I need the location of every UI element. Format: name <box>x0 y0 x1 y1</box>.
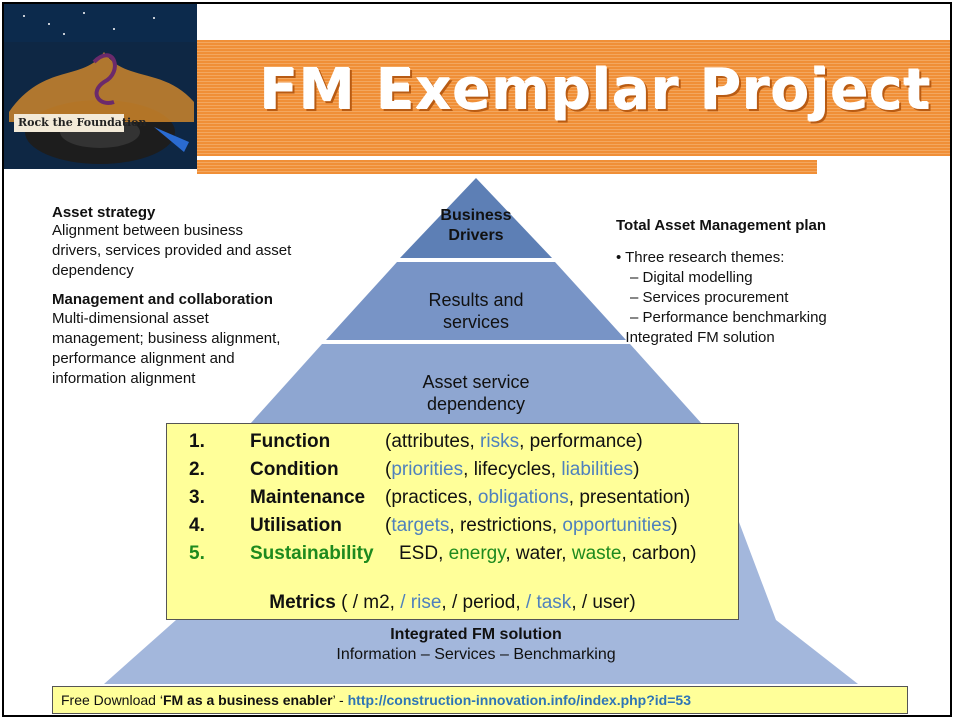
metrics-term: , / period, <box>441 592 526 613</box>
pyramid-tier-base <box>104 620 858 684</box>
dimension-description: ESD, energy, water, waste, carbon) <box>399 543 696 565</box>
tier-results-line-2: services <box>442 312 509 332</box>
tier-business-line-2: Drivers <box>448 227 504 244</box>
dimension-term: , carbon) <box>621 543 697 564</box>
tam-plan-heading: Total Asset Management plan <box>616 217 827 234</box>
dimension-term: ) <box>633 459 640 480</box>
metrics-term: , / user) <box>571 592 636 613</box>
pyramid-tier-asset <box>250 344 702 424</box>
dimension-term: obligations <box>477 487 569 508</box>
tam-sub-digital: – Digital modelling <box>630 269 753 286</box>
asset-strategy-heading: Asset strategy <box>52 204 156 221</box>
dimension-number: 2. <box>189 459 205 480</box>
tier-asset-label: Asset service dependency <box>396 371 556 415</box>
asset-strategy-line-3: dependency <box>52 262 134 279</box>
dimension-term: ) <box>671 515 678 536</box>
management-line-4: information alignment <box>52 370 196 387</box>
tier-asset-line-2: dependency <box>426 394 526 414</box>
dimension-description: (practices, obligations, presentation) <box>385 487 691 508</box>
footer-prefix: Free Download ‘ <box>61 692 163 708</box>
dimension-term: risks <box>480 431 520 452</box>
footer-book-title: FM as a business enabler <box>162 692 333 708</box>
tier-results-line-1: Results and <box>428 290 524 310</box>
dimension-name: Utilisation <box>250 515 342 536</box>
dimension-number: 1. <box>189 431 205 452</box>
title-underline-bar <box>197 160 817 174</box>
management-line-3: performance alignment and <box>52 350 235 367</box>
dimension-term: targets <box>391 515 450 536</box>
management-heading: Management and collaboration <box>52 291 273 308</box>
dimension-term: energy <box>448 543 506 564</box>
metrics-row: Metrics ( / m2, / rise, / period, / task… <box>167 592 738 614</box>
dimension-name: Function <box>250 431 331 452</box>
metrics-term: ( / m2, <box>335 592 401 613</box>
dimension-term: ESD, <box>399 543 449 564</box>
dimension-term: liabilities <box>561 459 634 480</box>
management-line-2: management; business alignment, <box>52 330 281 347</box>
rock-the-foundation-logo: Rock the Foundation <box>4 42 197 169</box>
tam-bullet-themes: • Three research themes: <box>616 249 785 266</box>
dimension-name: Condition <box>250 459 339 480</box>
dimension-name: Maintenance <box>250 487 366 508</box>
dimension-term: , restrictions, <box>449 515 563 536</box>
dimension-number: 3. <box>189 487 205 508</box>
logo-top-strip <box>4 4 197 42</box>
tam-sub-procurement: – Services procurement <box>630 289 789 306</box>
pyramid-tier-results <box>326 262 626 340</box>
dimension-term: , water, <box>505 543 572 564</box>
tam-sub-benchmarking: – Performance benchmarking <box>630 309 827 326</box>
title-banner <box>197 40 950 156</box>
metrics-values: ( / m2, / rise, / period, / task, / user… <box>336 592 636 613</box>
dimension-number: 4. <box>189 515 205 536</box>
dimension-term: opportunities <box>562 515 672 536</box>
tier-business-line-1: Business <box>440 207 512 224</box>
dimension-term: attributes <box>391 431 470 452</box>
tier-business-label: Business Drivers <box>416 206 536 246</box>
dimension-description: (targets, restrictions, opportunities) <box>385 515 678 536</box>
page-title: FM Exemplar Project <box>260 58 932 123</box>
asset-dimensions-box: 1. Function (attributes, risks, performanc… <box>166 423 739 620</box>
tam-bullet-integrated: • Integrated FM solution <box>616 329 775 346</box>
dimension-number: 5. <box>189 543 205 564</box>
metrics-label: Metrics <box>269 592 336 613</box>
asset-strategy-line-2: drivers, services provided and asset <box>52 242 292 259</box>
dimension-term: , presentation) <box>568 487 691 508</box>
dimension-term: priorities <box>391 459 464 480</box>
dimension-term: , performance) <box>519 431 643 452</box>
dimension-description: (attributes, risks, performance) <box>385 431 643 452</box>
tier-results-label: Results and services <box>396 289 556 333</box>
dimension-name: Sustainability <box>250 543 374 564</box>
base-title: Integrated FM solution <box>390 626 562 643</box>
metrics-term: / rise <box>400 592 442 613</box>
logo-text: Rock the Foundation <box>18 116 147 129</box>
dimension-term: practices, <box>391 487 478 508</box>
stars-decoration <box>23 12 155 35</box>
dimension-term: , <box>469 431 481 452</box>
base-subtitle: Information – Services – Benchmarking <box>336 646 616 663</box>
metrics-term: / task <box>525 592 572 613</box>
pyramid-tier-business <box>400 178 552 258</box>
dimension-term: waste <box>571 543 622 564</box>
dimension-term: , lifecycles, <box>463 459 562 480</box>
download-link[interactable]: http://construction-innovation.info/inde… <box>347 692 691 708</box>
logo-art-icon <box>4 42 197 169</box>
footer-separator: ’ - <box>332 692 348 708</box>
tier-asset-line-1: Asset service <box>422 372 530 392</box>
download-banner: Free Download ‘FM as a business enabler’… <box>52 686 908 714</box>
management-line-1: Multi-dimensional asset <box>52 310 209 327</box>
asset-strategy-line-1: Alignment between business <box>52 222 243 239</box>
dimension-description: (priorities, lifecycles, liabilities) <box>385 459 640 480</box>
